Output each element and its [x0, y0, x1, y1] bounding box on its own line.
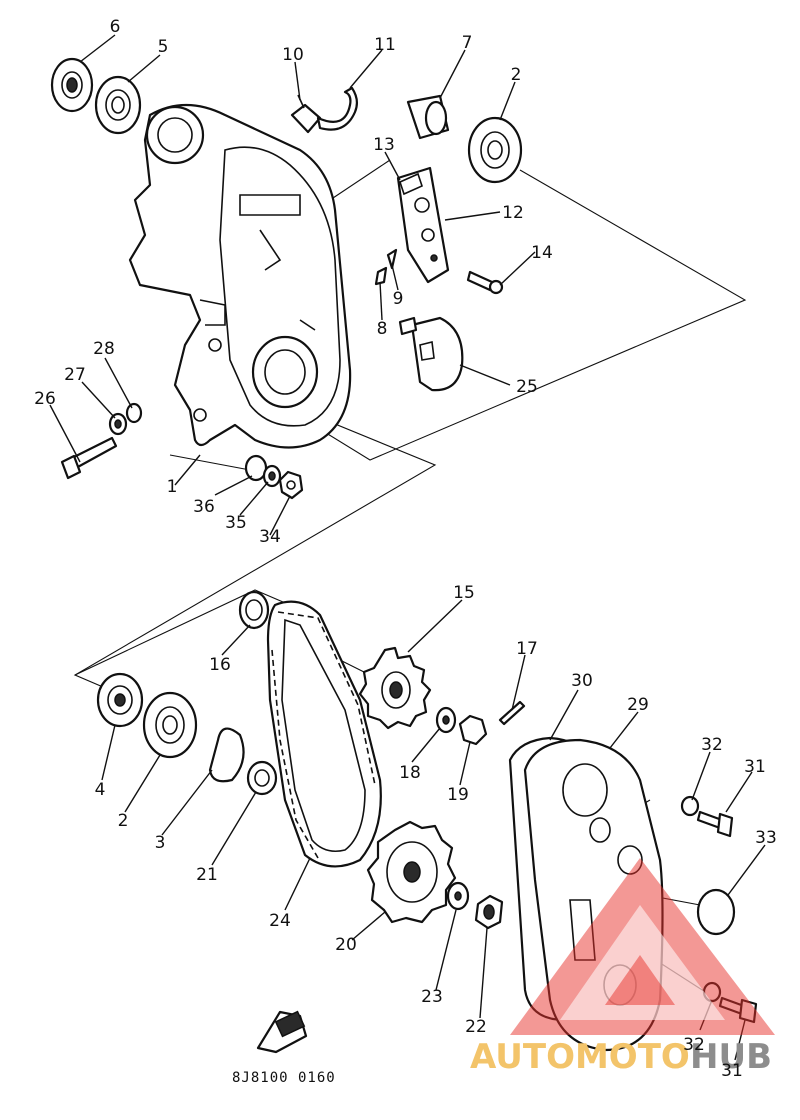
- callout-23: 23: [421, 987, 443, 1007]
- bolt-31-upper: [696, 810, 734, 838]
- callout-22: 22: [465, 1017, 487, 1037]
- nut-34: [278, 470, 304, 500]
- collar-7: [406, 94, 450, 140]
- breather-hose-11: [316, 86, 359, 131]
- washer-8: [374, 266, 388, 286]
- callout-9: 9: [393, 289, 404, 309]
- callout-31-upper: 31: [744, 757, 766, 777]
- callout-24: 24: [269, 911, 291, 931]
- watermark-brand-a: AUTOMOTO: [470, 1037, 690, 1077]
- cotter-pin-17: [498, 700, 526, 726]
- pin-9: [386, 248, 398, 270]
- nut-32-upper: [680, 795, 700, 817]
- bolt-14: [466, 270, 504, 295]
- drive-chain-24: [266, 600, 382, 868]
- callout-15: 15: [453, 583, 475, 603]
- callout-20: 20: [335, 935, 357, 955]
- front-direction-marker: [256, 1010, 308, 1054]
- callout-21: 21: [196, 865, 218, 885]
- bearing-4: [96, 672, 144, 728]
- callout-35: 35: [225, 513, 247, 533]
- drive-sprocket-15: [358, 646, 432, 730]
- callout-34: 34: [259, 527, 281, 547]
- callout-27: 27: [64, 365, 86, 385]
- circlip-3: [208, 727, 245, 783]
- callout-2-lower: 2: [118, 811, 129, 831]
- callout-7: 7: [462, 33, 473, 53]
- driven-sprocket-20: [366, 820, 457, 924]
- bolt-26: [60, 436, 118, 480]
- bearing-6: [50, 57, 94, 113]
- chain-case-housing: [128, 103, 352, 449]
- nut-19: [458, 714, 488, 746]
- nut-22: [474, 894, 504, 930]
- callout-11: 11: [374, 35, 396, 55]
- callout-5: 5: [158, 37, 169, 57]
- breather-fitting-10: [290, 94, 322, 134]
- callout-33: 33: [755, 828, 777, 848]
- callout-labels: 6 5 10 11 7 2 13 12 14 9 8 25 28 27 26 1…: [34, 17, 777, 1081]
- washer-35: [262, 464, 282, 488]
- watermark-logo: AUTOMOTO HUB: [470, 858, 775, 1077]
- tensioner-25: [398, 316, 464, 392]
- callout-13: 13: [373, 135, 395, 155]
- washer-18: [435, 706, 457, 734]
- callout-17: 17: [516, 639, 538, 659]
- callout-32-upper: 32: [701, 735, 723, 755]
- leader-lines: [49, 34, 766, 1061]
- callout-12: 12: [502, 203, 524, 223]
- bearing-2-upper: [467, 116, 523, 184]
- bearing-5: [94, 75, 142, 135]
- callout-25: 25: [516, 377, 538, 397]
- callout-2-upper: 2: [511, 65, 522, 85]
- collar-21: [246, 760, 278, 796]
- oil-seal-16: [238, 590, 270, 630]
- washer-23: [446, 881, 470, 911]
- callout-3: 3: [155, 833, 166, 853]
- washer-28: [125, 402, 143, 424]
- callout-30: 30: [571, 671, 593, 691]
- callout-1: 1: [167, 477, 178, 497]
- callout-18: 18: [399, 763, 421, 783]
- callout-26: 26: [34, 389, 56, 409]
- cap-33: [696, 888, 736, 936]
- callout-28: 28: [93, 339, 115, 359]
- watermark-brand-b: HUB: [690, 1037, 772, 1077]
- callout-10: 10: [282, 45, 304, 65]
- callout-4: 4: [95, 780, 106, 800]
- bearing-2-lower: [142, 691, 198, 759]
- drawing-code: 8J8100 0160: [232, 1070, 336, 1086]
- callout-6: 6: [110, 17, 121, 37]
- callout-36: 36: [193, 497, 215, 517]
- callout-31-lower: 31: [721, 1061, 743, 1081]
- callout-32-lower: 32: [683, 1035, 705, 1055]
- callout-8: 8: [377, 319, 388, 339]
- adjuster-plate-12: [396, 166, 450, 284]
- washer-27: [108, 412, 128, 436]
- callout-16: 16: [209, 655, 231, 675]
- callout-19: 19: [447, 785, 469, 805]
- callout-14: 14: [531, 243, 553, 263]
- callout-29: 29: [627, 695, 649, 715]
